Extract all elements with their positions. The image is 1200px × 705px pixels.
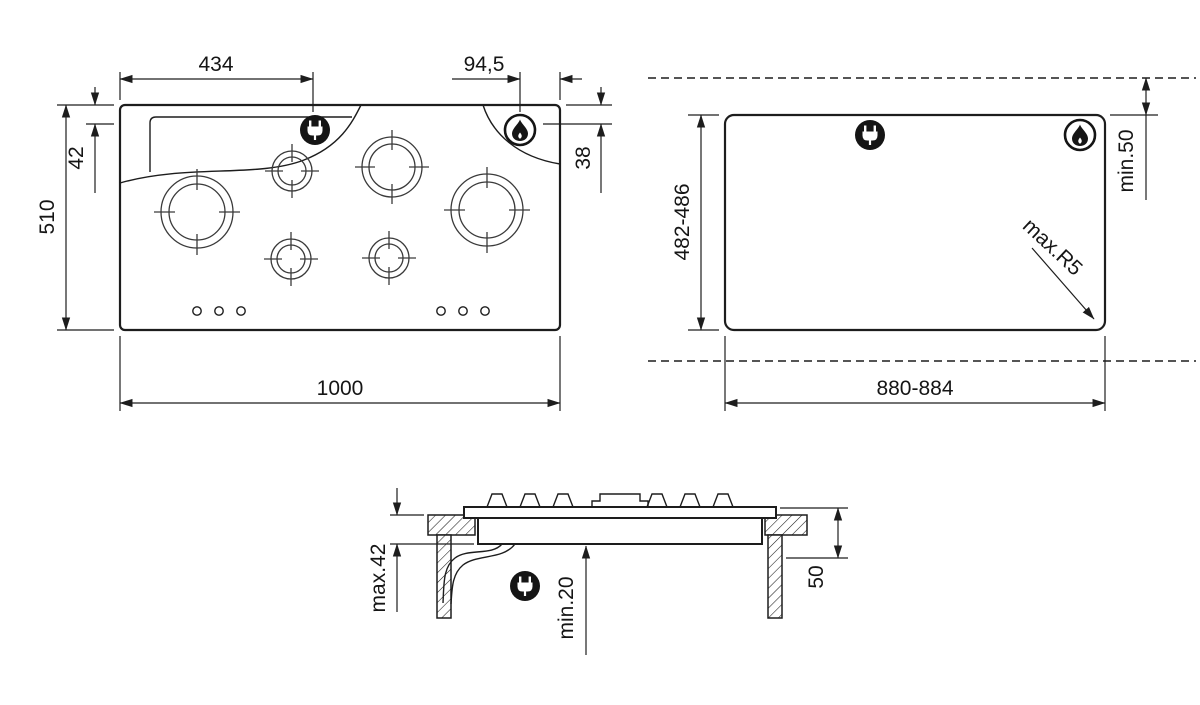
burner xyxy=(264,143,320,199)
burner xyxy=(354,129,430,205)
dim-corner-radius: max.R5 xyxy=(1018,214,1095,320)
dim-label-maxR5: max.R5 xyxy=(1018,214,1087,280)
plug-icon xyxy=(298,113,332,147)
burner xyxy=(361,230,417,286)
flame-icon xyxy=(1063,118,1097,152)
burner-profile xyxy=(591,493,649,507)
dim-label-1000: 1000 xyxy=(317,377,364,400)
dim-side-clearance: 50 xyxy=(780,507,848,589)
cabinet-panel-right xyxy=(767,534,783,619)
burner xyxy=(443,166,531,254)
dim-depth-below-worktop: max.42 xyxy=(367,488,474,612)
dim-total-depth: 510 xyxy=(36,104,114,331)
leader-curve-left xyxy=(119,104,362,184)
flame-icon xyxy=(503,113,537,147)
dim-label-max42: max.42 xyxy=(367,544,390,613)
dim-label-min50: min.50 xyxy=(1115,129,1138,192)
hob-top-plate xyxy=(463,506,777,519)
cutout-outline xyxy=(723,113,1107,332)
dim-label-94-5: 94,5 xyxy=(464,53,505,76)
dim-label-434: 434 xyxy=(198,53,233,76)
control-knob-markers xyxy=(192,306,490,316)
dim-label-510: 510 xyxy=(36,199,59,234)
pan-supports xyxy=(486,493,734,508)
worktop-section-right xyxy=(764,514,808,536)
dim-gas-from-right: 94,5 xyxy=(452,53,582,112)
dim-label-42: 42 xyxy=(65,146,88,169)
inner-cutout-line xyxy=(149,116,352,172)
dim-cutout-depth: 482-486 xyxy=(671,114,719,331)
dim-cutout-width: 880-884 xyxy=(724,336,1106,411)
burner xyxy=(263,231,319,287)
dim-label-482-486: 482-486 xyxy=(671,183,694,260)
dim-clearance-below: min.20 xyxy=(555,545,591,655)
cutout-view: 482-486 880-884 min.50 max.R5 xyxy=(648,77,1196,411)
dim-plug-from-top: 42 xyxy=(65,87,114,193)
dim-total-width: 1000 xyxy=(119,336,561,411)
cabinet-panel-left xyxy=(436,534,452,619)
hob-tub xyxy=(477,517,763,545)
dim-gas-from-top: 38 xyxy=(543,87,612,193)
hob-outline xyxy=(118,103,562,332)
top-view: 434 94,5 42 38 510 xyxy=(36,53,612,411)
dim-label-min20: min.20 xyxy=(555,576,578,639)
dim-plug-from-left: 434 xyxy=(119,53,314,112)
section-view: max.42 min.20 50 xyxy=(367,488,848,655)
burner xyxy=(153,168,241,256)
plug-icon xyxy=(853,118,887,152)
dim-rear-clearance: min.50 xyxy=(1110,77,1158,200)
dim-label-38: 38 xyxy=(572,146,595,169)
power-cable xyxy=(442,543,516,605)
dim-label-880-884: 880-884 xyxy=(876,377,953,400)
plug-icon xyxy=(508,569,542,603)
leader-curve-right xyxy=(482,104,561,165)
dim-label-50: 50 xyxy=(805,565,828,588)
